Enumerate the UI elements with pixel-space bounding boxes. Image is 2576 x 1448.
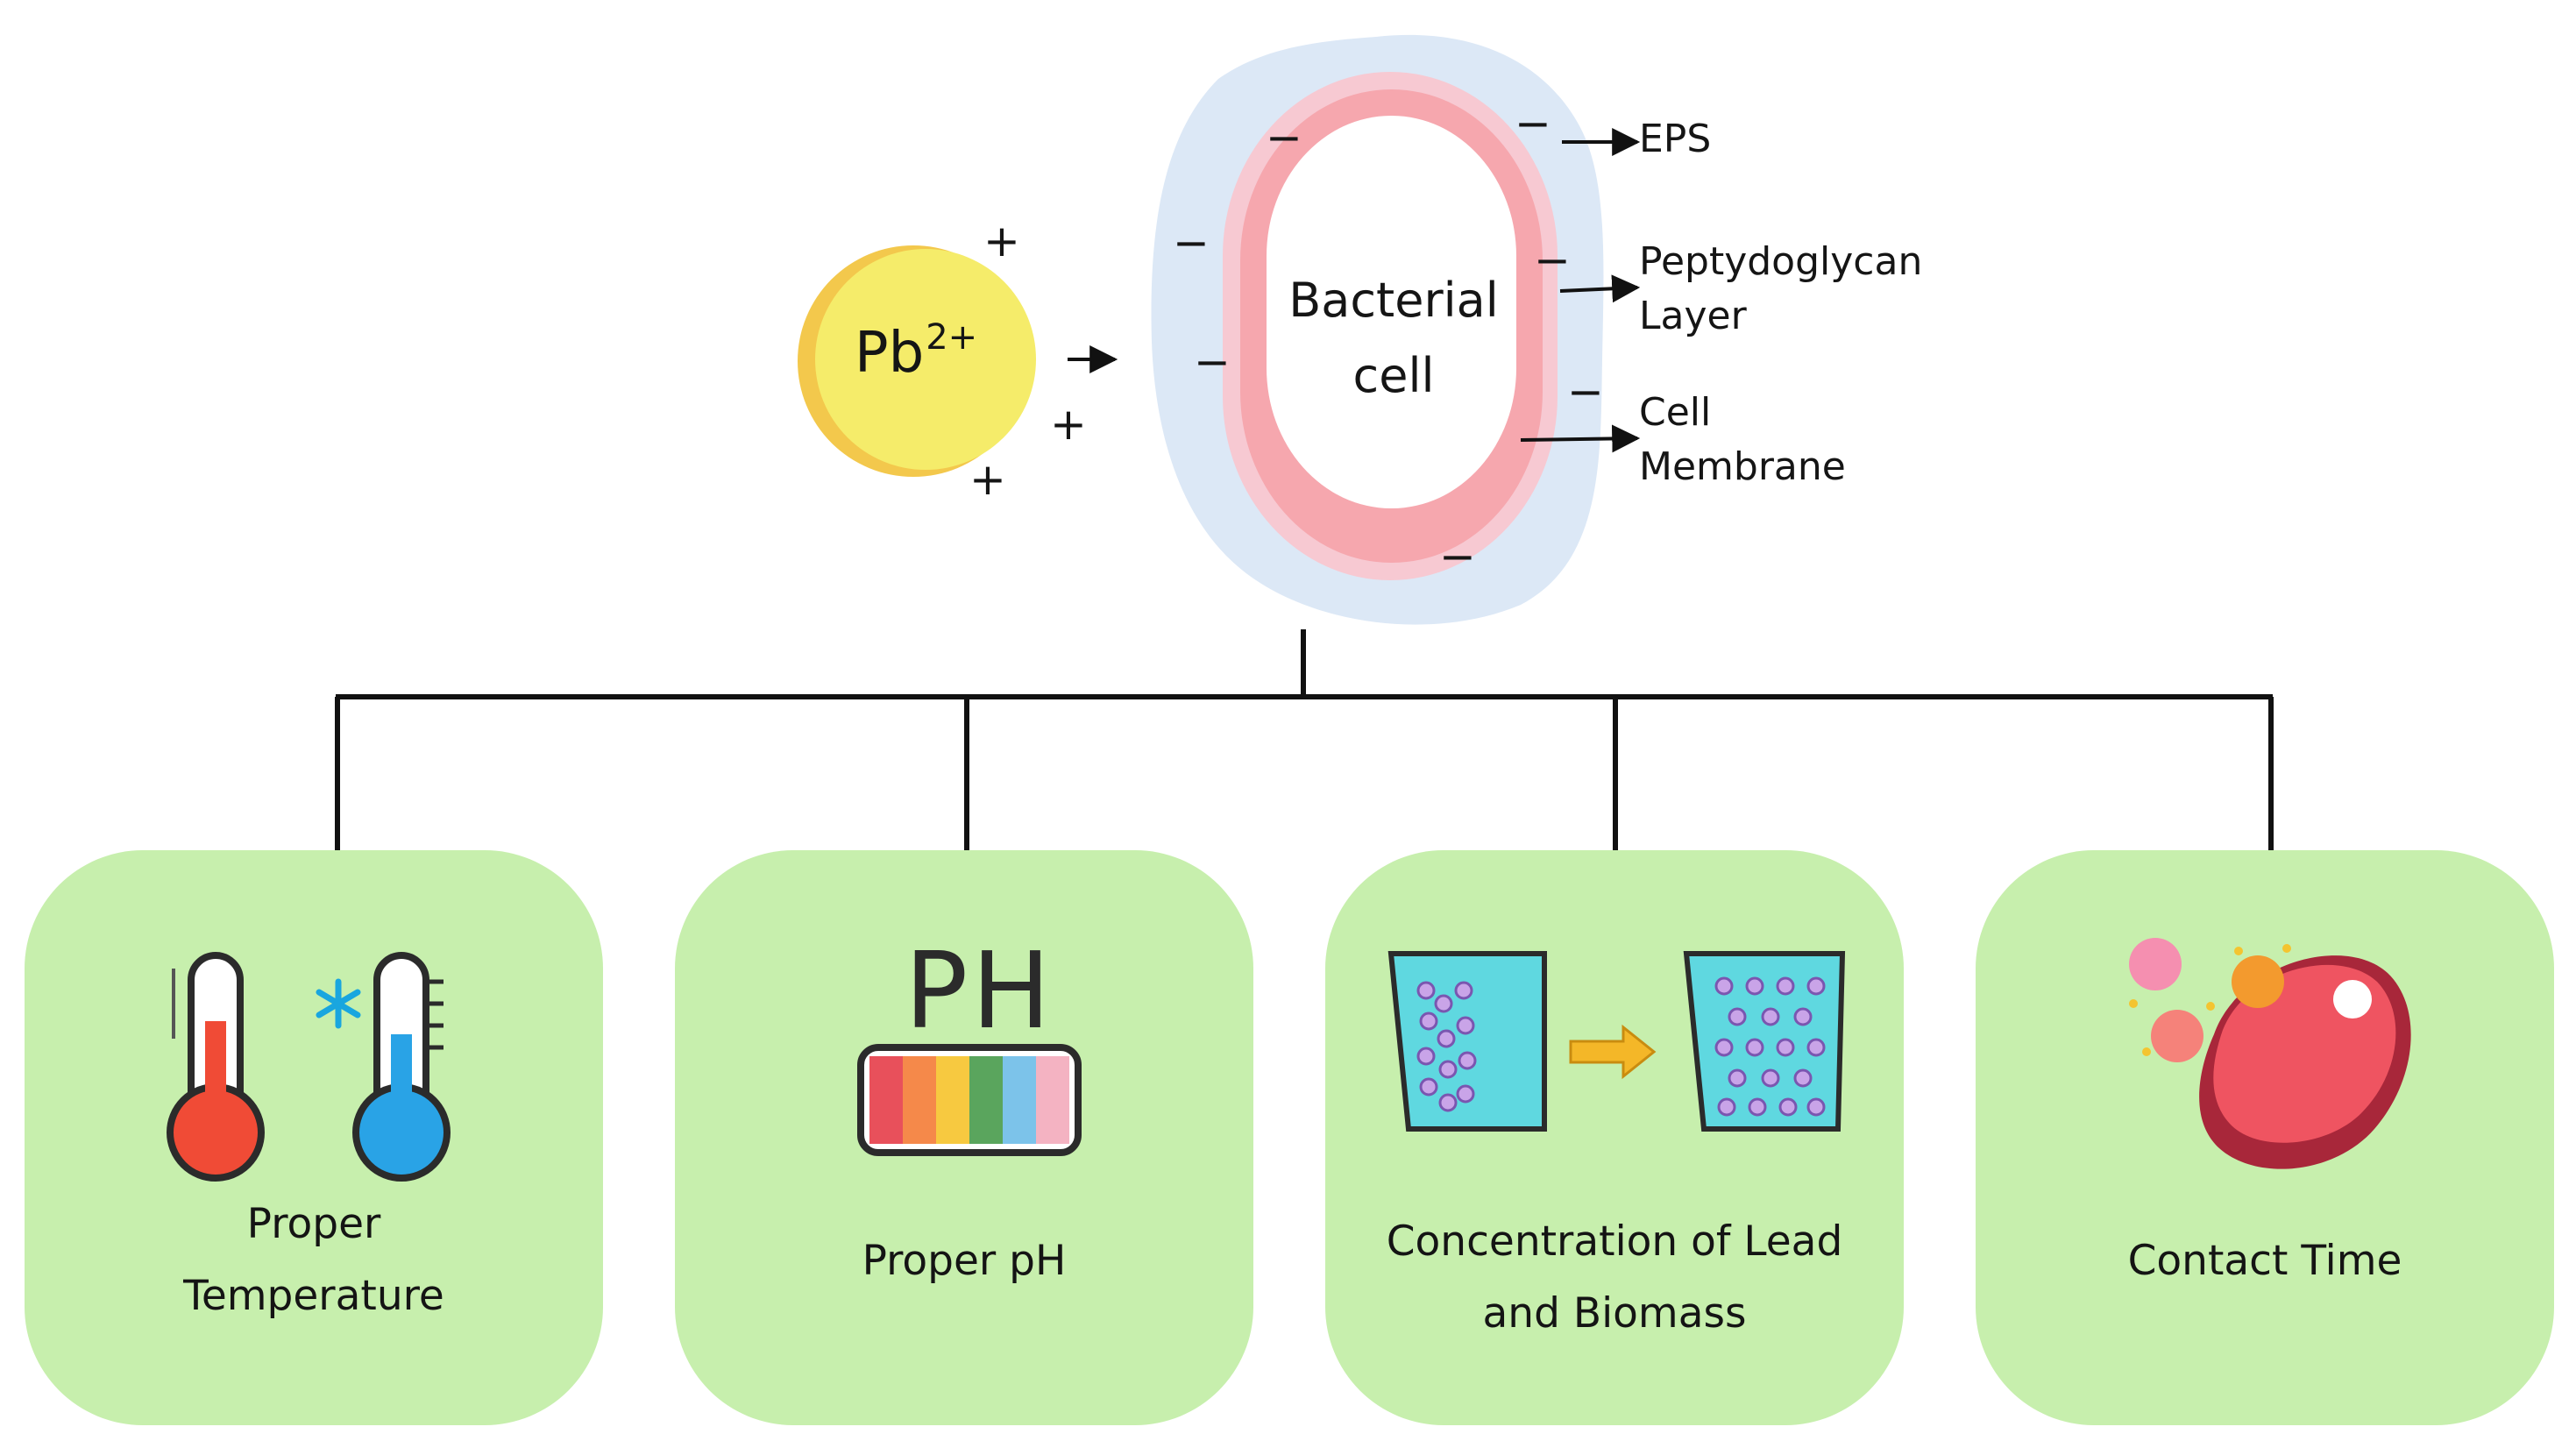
factor-box-ph: PH Proper pH (675, 850, 1253, 1425)
factor-box-contact-time: Contact Time (1976, 850, 2554, 1425)
cytoplasm (1267, 116, 1516, 508)
peptidoglycan-label: Peptydoglycan Layer (1639, 239, 1923, 338)
negative-sign: − (1266, 112, 1302, 163)
ph-icon-text: PH (905, 931, 1054, 1053)
ion-label: Pb2+ (855, 317, 978, 386)
factor-label: Concentration of Lead and Biomass (1386, 1217, 1843, 1338)
thermometer-icon (167, 952, 451, 1182)
ion-charge-sign: + (969, 454, 1006, 505)
bacterial-cell-label: Bacterial cell (1288, 273, 1499, 403)
factor-label: Proper Temperature (183, 1200, 444, 1320)
negative-sign: − (1173, 217, 1210, 268)
beaker-icon (1387, 951, 1846, 1132)
tree-connector (335, 629, 2274, 852)
lead-ion (798, 245, 1036, 477)
cell-membrane-label: Cell Membrane (1639, 390, 1846, 489)
factor-box-temperature: Proper Temperature (25, 850, 603, 1425)
negative-sign: − (1515, 98, 1551, 149)
negative-sign: − (1439, 531, 1476, 582)
ph-scale-icon (857, 1044, 1082, 1156)
ion-charge-sign: + (1050, 399, 1087, 450)
membrane-pointer (1520, 424, 1641, 453)
meat-bacteria-icon (2129, 938, 2411, 1169)
factor-label: Proper pH (862, 1237, 1067, 1285)
peptidoglycan-pointer (1559, 274, 1641, 303)
factor-label: Contact Time (2127, 1237, 2402, 1285)
negative-sign: − (1567, 366, 1604, 417)
factor-box-concentration: Concentration of Lead and Biomass (1325, 850, 1904, 1425)
negative-sign: − (1534, 235, 1571, 286)
negative-sign: − (1194, 337, 1231, 387)
ion-charge-sign: + (983, 216, 1020, 266)
eps-label: EPS (1639, 117, 1712, 161)
